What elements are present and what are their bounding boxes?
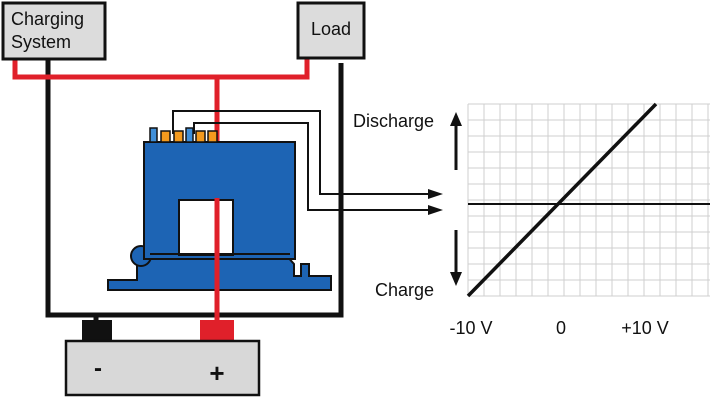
charge-label: Charge	[375, 280, 434, 300]
load-label: Load	[311, 19, 351, 39]
signal-wire-outer	[172, 110, 430, 195]
battery-negative-label: -	[94, 355, 102, 382]
discharge-label: Discharge	[353, 111, 434, 131]
sensor-pins	[149, 127, 218, 143]
sensor-aperture	[178, 199, 234, 256]
graph-response-line	[466, 102, 658, 298]
discharge-arrow-icon	[450, 112, 462, 170]
battery: - +	[64, 320, 261, 397]
charging-system-label-line2: System	[11, 32, 71, 52]
battery-positive-terminal	[200, 320, 234, 342]
charging-system-box: Charging System	[1, 1, 107, 61]
signal-wire-inner	[193, 122, 430, 211]
load-box: Load	[296, 1, 366, 60]
signal-arrow-icon	[428, 189, 443, 199]
battery-body	[64, 339, 261, 397]
battery-positive-label: +	[209, 358, 224, 388]
charging-system-label-line1: Charging	[11, 9, 84, 29]
battery-negative-terminal	[82, 320, 112, 342]
x-tick-label: +10 V	[621, 318, 669, 338]
x-tick-label: 0	[556, 318, 566, 338]
charge-arrow-icon	[450, 230, 462, 286]
graph-grid	[467, 103, 710, 297]
x-tick-label: -10 V	[449, 318, 492, 338]
signal-arrow-icon	[428, 205, 443, 215]
